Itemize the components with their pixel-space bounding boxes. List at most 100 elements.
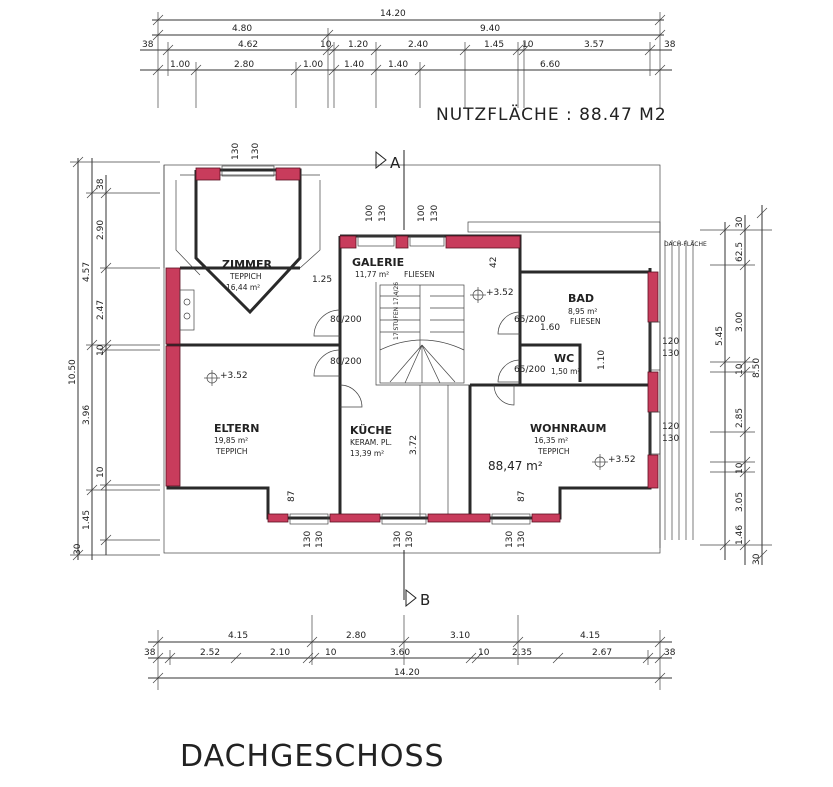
room-eltern-floor: TEPPICH: [215, 447, 247, 456]
room-wc-area: 1,50 m²: [551, 367, 580, 376]
dim-bot-r2-0: 38: [144, 648, 156, 658]
stair-label: 17 STUFEN 17,4/26: [393, 282, 400, 340]
level-mark-2: +3.52: [608, 455, 636, 465]
room-kueche-area: 13,39 m²: [350, 449, 384, 458]
dim-right-i0: 30: [735, 216, 745, 228]
dim-left-o0: 4.57: [82, 262, 92, 282]
door-label-3: 65/200: [514, 365, 546, 375]
dim-left-i1: 2.90: [96, 220, 106, 240]
dim-right-i3: 10: [735, 363, 745, 375]
dim-right-i8: 30: [752, 553, 762, 565]
room-wc: WC 1,50 m²: [551, 352, 580, 376]
room-wohnraum-floor: TEPPICH: [537, 447, 569, 456]
wdim-15: 130: [517, 531, 527, 548]
wdim-7: 130: [662, 349, 679, 359]
room-eltern-area: 19,85 m²: [214, 436, 248, 445]
dim-right-i7: 1.46: [735, 525, 745, 545]
dim-bot-r2-5: 10: [478, 648, 490, 658]
room-zimmer-area: 16,44 m²: [226, 283, 260, 292]
doors: [313, 309, 521, 408]
dim-bot-overall: 14.20: [394, 668, 420, 678]
drawing-title: DACHGESCHOSS: [180, 739, 445, 774]
wdim-8: 120: [662, 422, 679, 432]
room-zimmer: ZIMMER TEPPICH 16,44 m²: [222, 258, 272, 292]
building: DACH-FLÄCHE: [163, 150, 707, 609]
wdim-11: 130: [315, 531, 325, 548]
total-area: 88,47 m²: [488, 459, 543, 473]
dim-left-o2: 1.45: [82, 510, 92, 530]
section-mark-b: B: [420, 591, 430, 609]
dim-bot-r2-6: 2.35: [512, 648, 532, 658]
dim-top-r2-2: 10: [320, 40, 332, 50]
room-galerie: GALERIE 11,77 m² FLIESEN: [352, 256, 435, 279]
room-galerie-area: 11,77 m²: [355, 270, 389, 279]
dim-bot-r1-1: 2.80: [346, 631, 366, 641]
dim-left-i3: 10: [96, 344, 106, 356]
door-label-2: 65/200: [514, 315, 546, 325]
wdim-12: 130: [393, 531, 403, 548]
wdim-4: 100: [417, 205, 427, 222]
wc-width: 1.10: [597, 350, 607, 370]
dim-top-r2-7: 3.57: [584, 40, 604, 50]
wdim-3: 130: [378, 205, 388, 222]
dim-right-i4: 2.85: [735, 408, 745, 428]
r42: 42: [489, 257, 499, 268]
misc-labels: 80/200 80/200 65/200 65/200 1.60 1.10 3.…: [287, 257, 607, 502]
dim-bot-r1-3: 4.15: [580, 631, 600, 641]
wdim-13: 130: [405, 531, 415, 548]
bottom-dimensions: 4.15 2.80 3.10 4.15 38 2.52 2.10 10 3.60…: [144, 615, 676, 690]
dim-top-overall: 14.20: [380, 9, 406, 19]
dim-bot-r2-3: 10: [325, 648, 337, 658]
dim-left-i0: 38: [96, 178, 106, 190]
dim-bot-r1-2: 3.10: [450, 631, 470, 641]
room-wohnraum: WOHNRAUM 16,35 m² TEPPICH 88,47 m²: [488, 422, 606, 473]
col-87a: 87: [287, 491, 297, 502]
dim-right-i6: 3.05: [735, 492, 745, 512]
room-bad-name: BAD: [568, 292, 594, 305]
staircase: [379, 284, 465, 384]
dim-top-r3-1: 2.80: [234, 60, 254, 70]
bad-width: 1.60: [540, 323, 560, 333]
room-eltern: ELTERN 19,85 m² TEPPICH: [214, 422, 259, 456]
room-bad-area: 8,95 m²: [568, 307, 597, 316]
room-galerie-name: GALERIE: [352, 256, 404, 269]
dim-right-o1: 8.50: [752, 358, 762, 378]
room-eltern-name: ELTERN: [214, 422, 259, 435]
dim-top-r3-0: 1.00: [170, 60, 190, 70]
wdim-0: 130: [231, 143, 241, 160]
room-bad-floor: FLIESEN: [570, 317, 601, 326]
room-wc-name: WC: [554, 352, 574, 365]
top-dimensions: 14.20 4.80 9.40 38 4.62 10 1.20 2.40 1.4…: [140, 9, 676, 108]
dim-top-r2-3: 1.20: [348, 40, 368, 50]
dim-bot-r1-0: 4.15: [228, 631, 248, 641]
dim-top-r3-5: 6.60: [540, 60, 560, 70]
dim-top-r3-3: 1.40: [344, 60, 364, 70]
dim-right-o0: 5.45: [715, 326, 725, 346]
window-dims: 130 130 100 130 100 130 120 130 120 130 …: [231, 143, 679, 548]
level-mark-1: +3.52: [486, 288, 514, 298]
dim-bot-r2-2: 2.10: [270, 648, 290, 658]
dim-left-i4: 10: [96, 466, 106, 478]
dim-bot-r2-4: 3.60: [390, 648, 410, 658]
wdim-1: 130: [251, 143, 261, 160]
dim-left-i5: 30: [73, 543, 83, 555]
room-wohnraum-area: 16,35 m²: [534, 436, 568, 445]
room-kueche-name: KÜCHE: [350, 423, 392, 437]
dim-top-r2-6: 10: [522, 40, 534, 50]
wdim-14: 130: [505, 531, 515, 548]
wdim-2: 100: [365, 205, 375, 222]
door-label-1: 80/200: [330, 357, 362, 367]
dim-top-r2-1: 4.62: [238, 40, 258, 50]
dim-left-overall: 10.50: [68, 359, 78, 385]
dim-right-i1: 62.5: [735, 242, 745, 262]
dim-top-r1-0: 4.80: [232, 24, 252, 34]
room-kueche: KÜCHE KERAM. PL. 13,39 m²: [350, 423, 392, 458]
room-bad: BAD 8,95 m² FLIESEN: [568, 292, 601, 326]
dim-bot-r2-1: 2.52: [200, 648, 220, 658]
dim-top-r2-5: 1.45: [484, 40, 504, 50]
room-zimmer-name: ZIMMER: [222, 258, 272, 271]
right-dimensions: 5.45 8.50 30 62.5 3.00 10 2.85 10 3.05 1…: [700, 205, 772, 565]
room-zimmer-floor: TEPPICH: [229, 272, 261, 281]
dim-bot-r2-7: 2.67: [592, 648, 612, 658]
